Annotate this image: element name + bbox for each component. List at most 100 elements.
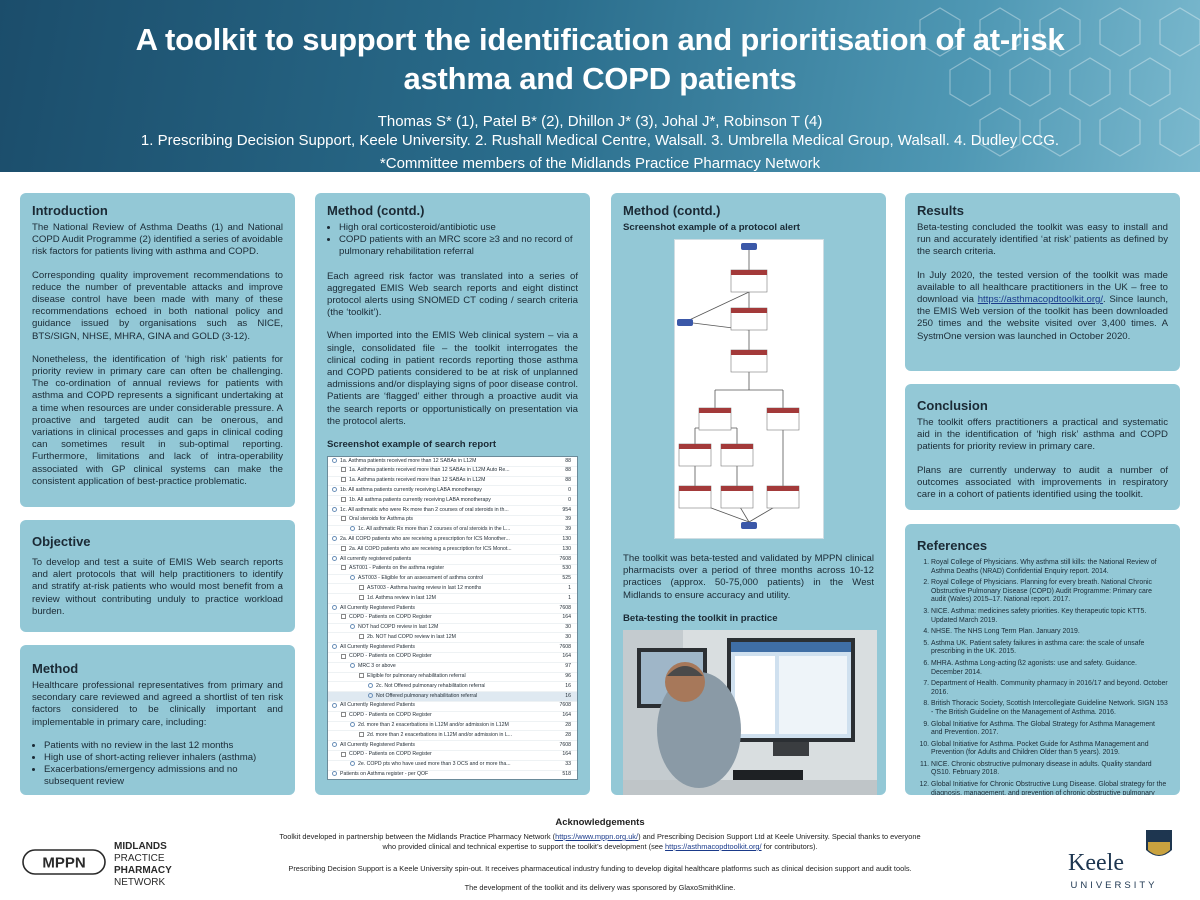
search-report-row[interactable]: 1c. All asthmatic who were Rx more than … [328, 506, 577, 516]
row-label-text: MRC 3 or above [358, 663, 396, 670]
authors-line: Thomas S* (1), Patel B* (2), Dhillon J* … [377, 113, 823, 130]
search-report-row-label: 2d. more than 2 exacerbations in L12M an… [328, 731, 512, 741]
search-report-row[interactable]: 2d. more than 2 exacerbations in L12M an… [328, 731, 577, 742]
search-report-row-count: 530 [562, 565, 571, 572]
keele-name: Keele [1068, 850, 1124, 876]
list-item: High oral corticosteroid/antibiotic use [339, 222, 578, 234]
method-panel: Method Healthcare professional represent… [20, 645, 295, 795]
row-label-text: 2b. NOT had COPD review in last 12M [367, 633, 456, 640]
report-icon [341, 516, 346, 522]
flowchart-node-header [730, 350, 767, 355]
search-report-row-count: 16 [565, 682, 571, 689]
report-icon [341, 467, 346, 473]
flowchart-diagram [676, 243, 799, 529]
row-label-text: Not Offered pulmonary rehabilitation ref… [376, 692, 478, 699]
search-report-row-label: 2d. more than 2 exacerbations in L12M an… [328, 721, 509, 731]
method-contd-panel: Method (contd.) High oral corticosteroid… [315, 193, 590, 795]
mppn-link[interactable]: https://www.mppn.org.uk/ [555, 832, 639, 841]
search-report-row[interactable]: AST001 - Patients on the asthma register… [328, 565, 577, 575]
search-report-row[interactable]: AST003 - Asthma having review in last 12… [328, 584, 577, 595]
mppn-logo-text: MPPN [42, 855, 85, 872]
search-report-row-count: 164 [562, 751, 571, 758]
flowchart-node-header [678, 444, 711, 449]
introduction-paragraph: Nonetheless, the identification of ‘high… [32, 353, 283, 487]
search-report-row-label: MRC 3 or above [328, 662, 396, 672]
search-icon [332, 536, 337, 542]
search-report-row[interactable]: 2e. COPD pts who have used more than 3 O… [328, 761, 577, 771]
row-label-text: 2a. All COPD patients who are receiving … [349, 545, 512, 552]
row-label-text: COPD - Patients on COPD Register [349, 614, 432, 621]
row-label-text: AST003 - Eligible for an assessment of a… [358, 575, 484, 582]
references-heading: References [917, 538, 988, 553]
search-report-row[interactable]: 1b. All asthma patients currently receiv… [328, 486, 577, 497]
search-report-row-label: All Currently Registered Patients [328, 701, 415, 711]
row-label-text: Oral steroids for Asthma pts [349, 516, 414, 523]
search-report-row-label: 2a. All COPD patients who are receiving … [328, 535, 510, 545]
method-heading: Method [32, 661, 79, 676]
row-label-text: 1b. All asthma patients currently receiv… [349, 496, 491, 503]
search-report-row-label: NOT had COPD review in last 12M [328, 623, 438, 633]
row-label-text: 2d. more than 2 exacerbations in L12M an… [367, 731, 513, 738]
toolkit-contributors-link[interactable]: https://asthmacopdtoolkit.org/ [665, 842, 762, 851]
search-report-row-count: 1 [568, 594, 571, 601]
search-report-row-count: 28 [565, 722, 571, 729]
report-icon [341, 653, 346, 659]
search-report-row-label: AST001 - Patients on the asthma register [328, 564, 444, 574]
reference-item: NHSE. The NHS Long Term Plan. January 20… [931, 628, 1168, 637]
search-report-row[interactable]: 2d. more than 2 exacerbations in L12M an… [328, 722, 577, 732]
method-contd-paragraph: Each agreed risk factor was translated i… [327, 270, 578, 319]
row-label-text: All Currently Registered Patients [340, 741, 415, 748]
search-report-row-count: 96 [565, 673, 571, 680]
search-report-row[interactable]: 2a. All COPD patients who are receiving … [328, 535, 577, 546]
acknowledgements-line: Toolkit developed in partnership between… [220, 832, 980, 842]
search-report-row-count: 88 [565, 467, 571, 474]
funding-statement: Prescribing Decision Support is a Keele … [288, 864, 912, 873]
introduction-panel: Introduction The National Review of Asth… [20, 193, 295, 507]
search-report-row-label: 1a. Asthma patients received more than 1… [328, 466, 510, 476]
search-report-row[interactable]: Eligible for pulmonary rehabilitation re… [328, 673, 577, 683]
reference-item: Asthma UK. Patient safety failures in as… [931, 640, 1168, 657]
row-label-text: AST003 - Asthma having review in last 12… [367, 584, 482, 591]
search-report-row[interactable]: 1a. Asthma patients received more than 1… [328, 477, 577, 487]
search-report-row-count: 16 [565, 692, 571, 699]
search-report-row[interactable]: Not Offered pulmonary rehabilitation ref… [328, 692, 577, 702]
introduction-heading: Introduction [32, 203, 108, 218]
row-label-text: 1a. Asthma patients received more than 1… [349, 477, 486, 484]
method-contd-heading: Method (contd.) [327, 203, 425, 218]
reference-item: Royal College of Physicians. Why asthma … [931, 559, 1168, 576]
references-list: Royal College of Physicians. Why asthma … [917, 559, 1168, 795]
objective-heading: Objective [32, 534, 91, 549]
row-label-text: 1a. Asthma patients received more than 1… [340, 457, 477, 464]
search-report-row[interactable]: 1b. All asthma patients currently receiv… [328, 496, 577, 507]
beta-testing-photo [623, 629, 877, 795]
toolkit-link[interactable]: https://asthmacopdtoolkit.org/ [977, 294, 1104, 306]
reference-item: British Thoracic Society, Scottish Inter… [931, 700, 1168, 717]
keele-university-logo: Keele UNIVERSITY [1068, 830, 1172, 891]
search-report-row[interactable]: 2a. All COPD patients who are receiving … [328, 545, 577, 556]
search-report-row[interactable]: 1c. All asthmatic Rx more than 2 courses… [328, 526, 577, 536]
search-report-row-label: COPD - Patients on COPD Register [328, 711, 432, 721]
search-report-row-label: 2a. All COPD patients who are receiving … [328, 545, 512, 555]
search-report-row[interactable]: 1a. Asthma patients received more than 1… [328, 467, 577, 477]
search-report-row[interactable]: AST003 - Eligible for an assessment of a… [328, 575, 577, 585]
search-report-row[interactable]: 1a. Asthma patients received more than 1… [328, 457, 577, 467]
poster-header: A toolkit to support the identification … [0, 0, 1200, 172]
search-icon [350, 761, 355, 767]
list-item: High use of short-acting reliever inhale… [44, 752, 283, 764]
search-report-row[interactable]: 2c. Not Offered pulmonary rehabilitation… [328, 682, 577, 693]
